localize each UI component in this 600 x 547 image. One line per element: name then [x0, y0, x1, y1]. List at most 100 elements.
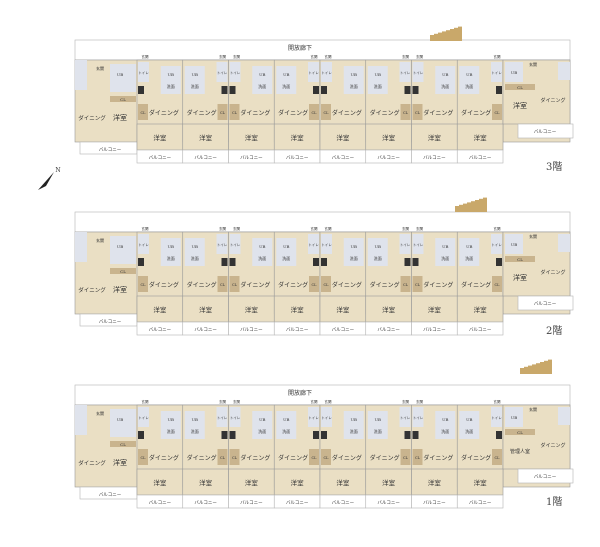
balcony-label: バルコニー [194, 155, 217, 161]
dining-label: ダイニング [540, 97, 565, 104]
bath-washroom [343, 411, 364, 439]
entrance-label: 玄関 [416, 399, 424, 404]
closet [505, 256, 535, 262]
bath-washroom [160, 411, 181, 439]
balcony-label: バルコニー [469, 155, 492, 161]
washroom-label: 洗面 [258, 428, 266, 434]
bath-label: UB [259, 72, 265, 77]
western-room-label: 洋室 [336, 133, 350, 142]
bath-label: UB [117, 417, 123, 422]
right-toilet [558, 62, 570, 80]
toilet-label: トイレ [491, 416, 502, 420]
entrance-label: 玄関 [402, 226, 410, 231]
entrance-label: 玄関 [233, 399, 240, 404]
toilet [308, 234, 319, 254]
toilet [399, 62, 411, 82]
balcony-label: バルコニー [423, 155, 446, 161]
entrance-label: 玄関 [96, 410, 104, 416]
western-room-label: 洋室 [199, 478, 213, 487]
balcony [456, 321, 504, 336]
dining-label: ダイニング [540, 442, 565, 449]
kitchen-appliance [138, 86, 144, 94]
dining-label: ダイニング [187, 454, 217, 462]
closet [309, 449, 319, 465]
balcony [517, 123, 574, 139]
western-room-label: 洋室 [113, 285, 127, 294]
dining-label: ダイニング [149, 281, 179, 289]
western-room-label: 洋室 [382, 305, 396, 314]
toilet [216, 407, 228, 427]
bath-washroom [459, 238, 480, 266]
western-room [136, 123, 184, 151]
entrance-label: 玄関 [311, 226, 319, 231]
balcony-label: バルコニー [240, 155, 263, 161]
toilet [412, 407, 424, 427]
stair-step [528, 365, 532, 374]
entrance-label: 玄関 [142, 226, 149, 231]
balcony-label: バルコニー [377, 500, 400, 506]
corridor-label: 開放廊下 [288, 389, 312, 397]
dining-label: ダイニング [78, 459, 106, 467]
washroom-label: 洗面 [374, 428, 382, 434]
entrance-label: 玄関 [494, 226, 502, 231]
stair-step [532, 364, 536, 374]
right-room-label: 管理人室 [510, 448, 530, 455]
closet-label: CL [403, 283, 409, 287]
kitchen-appliance [313, 258, 319, 266]
western-room [273, 468, 321, 496]
closet-label: CL [415, 456, 421, 460]
toilet-label: トイレ [138, 243, 149, 247]
western-room-label: 洋室 [245, 478, 259, 487]
entrance-label: 玄関 [325, 399, 333, 404]
right-room-label: 洋室 [513, 101, 527, 110]
kitchen-appliance [313, 86, 319, 94]
closet-label: CL [140, 456, 146, 460]
toilet-label: トイレ [138, 416, 149, 420]
toilet-label: トイレ [400, 243, 411, 247]
entrance-label: 玄関 [233, 54, 240, 59]
bath-label: UB [375, 244, 381, 249]
bath-label: UB [511, 242, 517, 247]
bath-washroom [435, 66, 456, 94]
washroom-label: 洗面 [191, 83, 199, 89]
bath-washroom [343, 238, 364, 266]
closet-label: CL [120, 442, 126, 447]
bath-label: UB [259, 244, 265, 249]
bath-washroom [276, 238, 297, 266]
washroom-label: 洗面 [282, 83, 290, 89]
western-room [319, 295, 367, 323]
balcony-label: バルコニー [534, 474, 557, 480]
toilet-label: トイレ [308, 416, 319, 420]
entrance-label: 玄関 [96, 65, 104, 71]
stair-step [548, 359, 552, 374]
closet-label: CL [323, 283, 329, 287]
closet [412, 449, 423, 465]
bath-label: UB [442, 417, 448, 422]
kitchen-appliance [221, 431, 228, 439]
toilet-label: トイレ [400, 71, 411, 75]
dining-label: ダイニング [78, 114, 106, 122]
washroom-label: 洗面 [350, 83, 358, 89]
toilet [229, 234, 241, 254]
stair-step [463, 203, 467, 212]
entrance-label: 玄関 [311, 399, 319, 404]
entrance-label: 玄関 [529, 406, 537, 412]
closet [505, 429, 535, 435]
closet [412, 276, 423, 292]
dining-label: ダイニング [423, 454, 453, 462]
bath-label: UB [466, 417, 472, 422]
toilet [321, 234, 332, 254]
dining-label: ダイニング [370, 109, 400, 117]
closet-label: CL [120, 269, 126, 274]
toilet-label: トイレ [413, 243, 424, 247]
closet [492, 449, 502, 465]
western-room [456, 468, 504, 496]
left-bath [110, 409, 136, 437]
balcony-label: バルコニー [469, 327, 492, 333]
bath-label: UB [192, 244, 198, 249]
dining-label: ダイニング [278, 454, 308, 462]
entrance-label: 玄関 [494, 54, 502, 59]
kitchen-appliance [229, 258, 236, 266]
entrance-label: 玄関 [219, 226, 226, 231]
